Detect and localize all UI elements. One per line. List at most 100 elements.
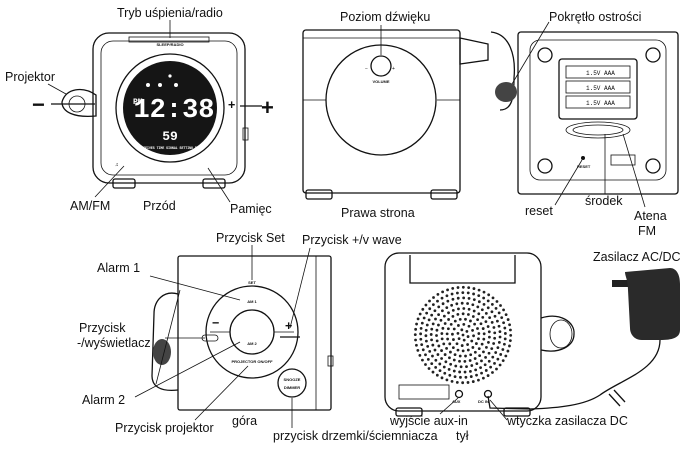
lcd-top-icon — [168, 74, 172, 78]
grille-hole — [496, 357, 500, 361]
grille-hole — [459, 365, 463, 369]
front-outer-case — [92, 32, 246, 184]
grille-hole — [445, 294, 449, 298]
grille-hole — [484, 320, 488, 324]
grille-hole — [446, 288, 449, 292]
grille-hole — [456, 313, 460, 316]
grille-hole — [435, 334, 438, 337]
grille-hole — [486, 306, 490, 310]
grille-hole — [418, 353, 422, 357]
label-sleep-radio: Tryb uśpienia/radio — [117, 6, 223, 20]
grille-hole — [446, 327, 450, 331]
label-right-side: Prawa strona — [341, 206, 415, 220]
grille-hole — [424, 303, 428, 307]
grille-hole — [452, 338, 455, 341]
grille-hole — [502, 342, 506, 346]
am2-marking: AM 2 — [247, 341, 257, 346]
speaker-case — [384, 252, 542, 412]
grille-hole — [462, 307, 466, 310]
volume-marking: VOLUME — [372, 79, 389, 84]
grille-hole — [451, 287, 455, 290]
label-am-fm: AM/FM — [70, 199, 110, 213]
top-view: SET AM 1 AM 2 PROJECTOR ON/OFF − + SNOOZ… — [77, 231, 438, 443]
grille-hole — [474, 342, 478, 345]
grille-hole — [460, 301, 464, 305]
grille-hole — [430, 313, 434, 317]
leader-alarm2 — [134, 341, 241, 398]
fm-antenna-coil — [565, 121, 631, 139]
leader-projector — [47, 83, 67, 95]
front-top-button — [128, 36, 210, 43]
grille-hole — [492, 326, 496, 329]
label-dc-plug: wtyczka zasilacza DC — [506, 414, 628, 428]
grille-hole — [460, 344, 464, 347]
back-recess — [529, 39, 667, 181]
grille-hole — [462, 296, 466, 300]
side-case — [302, 29, 461, 194]
grille-hole — [461, 349, 465, 353]
front-foot-left — [112, 178, 136, 189]
grille-hole — [455, 302, 459, 306]
label-aux-in: wyjście aux-in — [389, 414, 468, 428]
volume-minus: − — [365, 66, 368, 72]
grille-hole — [484, 369, 488, 372]
front-inner-case — [100, 40, 238, 176]
grille-hole — [487, 351, 491, 355]
grille-hole — [445, 306, 449, 310]
side-circle — [325, 44, 437, 156]
top-focus-knob — [153, 339, 171, 365]
grille-hole — [426, 358, 430, 361]
grille-hole — [427, 318, 431, 322]
grille-hole — [449, 350, 452, 354]
label-minus-display-1: Przycisk — [79, 321, 126, 335]
grille-hole — [425, 311, 429, 315]
grille-hole — [478, 354, 482, 358]
grille-hole — [508, 344, 511, 348]
grille-hole — [421, 307, 425, 311]
grille-hole — [477, 332, 481, 335]
grille-hole — [487, 359, 491, 363]
grille-hole — [426, 344, 430, 348]
grille-hole — [466, 335, 470, 338]
grille-hole — [425, 339, 428, 343]
grille-hole — [434, 358, 438, 362]
right-side-view: − + VOLUME Poziom dźwięku Prawa strona — [302, 10, 489, 220]
speaker-grille — [413, 285, 513, 385]
grille-hole — [461, 312, 465, 316]
grille-hole — [497, 324, 501, 328]
leader-dc-plug — [489, 399, 508, 421]
grille-hole — [447, 368, 451, 371]
grille-hole — [424, 363, 427, 366]
grille-hole — [464, 317, 467, 321]
battery-1-label: 1.5V AAA — [586, 70, 615, 77]
grille-hole — [462, 323, 466, 326]
grille-hole — [449, 322, 453, 326]
grille-hole — [413, 333, 417, 337]
grille-hole — [471, 315, 475, 318]
grille-hole — [456, 291, 459, 295]
grille-hole — [458, 359, 461, 363]
leader-fm-antenna — [622, 133, 646, 208]
label-set-button: Przycisk Set — [216, 231, 285, 245]
leader-aux-in — [439, 397, 459, 415]
grille-hole — [458, 370, 462, 374]
label-projector: Projektor — [5, 70, 55, 84]
grille-hole — [482, 332, 486, 336]
label-middle: środek — [585, 194, 623, 208]
grille-hole — [419, 337, 423, 341]
grille-hole — [477, 288, 481, 292]
grille-hole — [466, 302, 469, 305]
grille-hole — [438, 369, 442, 373]
grille-hole — [492, 342, 496, 345]
grille-hole — [456, 332, 460, 335]
grille-hole — [488, 316, 492, 320]
grille-hole — [442, 365, 446, 369]
grille-hole — [481, 327, 485, 330]
label-alarm2: Alarm 2 — [82, 393, 125, 407]
front-side-button — [242, 127, 249, 141]
adapter-prongs — [612, 280, 628, 287]
grille-hole — [420, 321, 424, 325]
set-marking: SET — [248, 280, 256, 285]
grille-hole — [494, 351, 498, 354]
grille-hole — [491, 355, 495, 359]
